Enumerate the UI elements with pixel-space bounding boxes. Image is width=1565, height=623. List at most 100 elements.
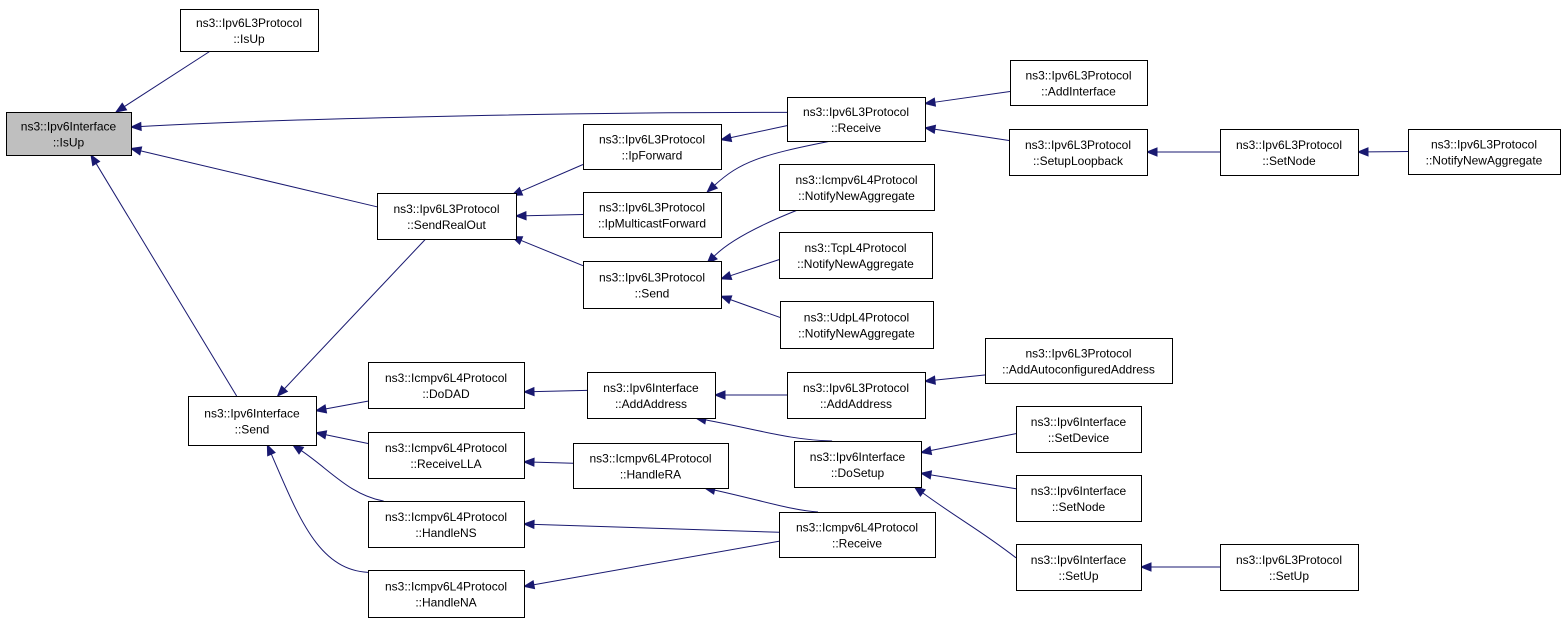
node-class-label: ns3::Ipv6L3Protocol (599, 201, 705, 215)
node-l3_send[interactable]: ns3::Ipv6L3Protocol::Send (583, 261, 722, 309)
edge-sendrealout-to-isup_root (140, 150, 378, 208)
node-l3_receive[interactable]: ns3::Ipv6L3Protocol::Receive (787, 97, 926, 142)
node-class-label: ns3::Icmpv6L4Protocol (796, 521, 918, 535)
node-if_setup[interactable]: ns3::Ipv6Interface::SetUp (1016, 544, 1142, 591)
node-method-label: ::AddAutoconfiguredAddress (1002, 363, 1155, 377)
arrowhead-receivella-to-if_send (314, 430, 328, 440)
node-method-label: ::NotifyNewAggregate (798, 327, 915, 341)
node-class-label: ns3::Ipv6L3Protocol (1236, 553, 1342, 567)
node-box (1016, 406, 1142, 453)
node-ipforward[interactable]: ns3::Ipv6L3Protocol::IpForward (583, 124, 722, 170)
arrowhead-handlera-to-receivella (522, 457, 535, 467)
edge-icmp_receive-to-handlens (533, 523, 780, 533)
node-class-label: ns3::UdpL4Protocol (804, 311, 909, 325)
node-handlens[interactable]: ns3::Icmpv6L4Protocol::HandleNS (368, 501, 525, 548)
arrowhead-addautoconf-to-l3_addaddress (923, 375, 936, 385)
node-method-label: ::IsUp (233, 32, 265, 46)
node-class-label: ns3::Ipv6Interface (1031, 415, 1127, 429)
node-class-label: ns3::Ipv6Interface (603, 381, 699, 395)
edge-dosetup-to-if_addaddress (705, 419, 833, 442)
node-udp_nna[interactable]: ns3::UdpL4Protocol::NotifyNewAggregate (780, 301, 934, 349)
node-l3_nna[interactable]: ns3::Ipv6L3Protocol::NotifyNewAggregate (1408, 129, 1561, 175)
node-class-label: ns3::Icmpv6L4Protocol (795, 173, 917, 187)
node-box (180, 9, 319, 52)
edge-handlena-to-if_send (270, 453, 376, 573)
node-class-label: ns3::Ipv6L3Protocol (599, 133, 705, 147)
edge-l3_isup-to-isup_root (124, 50, 211, 107)
edge-dodad-to-if_send (325, 400, 369, 410)
node-class-label: ns3::Ipv6L3Protocol (803, 381, 909, 395)
node-l3_setup[interactable]: ns3::Ipv6L3Protocol::SetUp (1220, 544, 1359, 591)
node-box (368, 362, 525, 409)
node-box (573, 443, 729, 489)
node-addautoconf[interactable]: ns3::Ipv6L3Protocol::AddAutoconfiguredAd… (985, 338, 1173, 384)
edge-icmp_receive-to-handlena (533, 540, 780, 586)
edge-if_send-to-isup_root (95, 163, 238, 397)
edge-l3_receive-to-ipmcforward (714, 140, 832, 186)
edge-addautoconf-to-l3_addaddress (934, 373, 995, 381)
arrowhead-l3_receive-to-ipforward (719, 132, 733, 143)
node-method-label: ::DoDAD (422, 387, 470, 401)
node-class-label: ns3::Ipv6L3Protocol (196, 16, 302, 30)
arrowhead-icmp_receive-to-handlens (522, 519, 535, 530)
node-class-label: ns3::TcpL4Protocol (804, 241, 906, 255)
node-method-label: ::Send (235, 423, 270, 437)
edge-setdevice-to-dosetup (930, 433, 1017, 452)
node-method-label: ::NotifyNewAggregate (798, 189, 915, 203)
node-handlera[interactable]: ns3::Icmpv6L4Protocol::HandleRA (573, 443, 729, 489)
node-method-label: ::HandleNS (415, 526, 476, 540)
node-if_addaddress[interactable]: ns3::Ipv6Interface::AddAddress (587, 372, 716, 419)
node-tcp_nna[interactable]: ns3::TcpL4Protocol::NotifyNewAggregate (779, 232, 933, 279)
node-box (368, 432, 525, 479)
node-method-label: ::SetNode (1052, 500, 1106, 514)
arrowhead-l3_setup-to-if_setup (1139, 562, 1152, 572)
node-class-label: ns3::Ipv6Interface (21, 120, 117, 134)
edge-if_addaddress-to-dodad (533, 389, 588, 393)
node-class-label: ns3::Ipv6L3Protocol (599, 271, 705, 285)
edge-if_setup-to-dosetup (922, 492, 1017, 559)
node-method-label: ::SetupLoopback (1033, 154, 1124, 168)
node-ipmcforward[interactable]: ns3::Ipv6L3Protocol::IpMulticastForward (583, 192, 722, 238)
node-class-label: ns3::Icmpv6L4Protocol (385, 441, 507, 455)
node-method-label: ::HandleNA (415, 596, 476, 610)
node-class-label: ns3::Ipv6L3Protocol (803, 105, 909, 119)
node-method-label: ::ReceiveLLA (410, 457, 481, 471)
node-receivella[interactable]: ns3::Icmpv6L4Protocol::ReceiveLLA (368, 432, 525, 479)
edge-sendrealout-to-if_send (284, 238, 427, 390)
node-method-label: ::IsUp (53, 136, 85, 150)
node-method-label: ::Send (635, 287, 670, 301)
node-dosetup[interactable]: ns3::Ipv6Interface::DoSetup (794, 441, 922, 488)
arrowhead-sendrealout-to-if_send (276, 385, 289, 397)
node-box (1016, 475, 1142, 522)
node-method-label: ::SetNode (1262, 154, 1316, 168)
node-l3_isup[interactable]: ns3::Ipv6L3Protocol::IsUp (180, 9, 319, 52)
node-box (1408, 129, 1561, 175)
node-method-label: ::AddAddress (615, 397, 687, 411)
arrowhead-dodad-to-if_send (314, 404, 328, 414)
arrowhead-setdevice-to-dosetup (919, 445, 933, 456)
node-box (587, 372, 716, 419)
node-isup_root[interactable]: ns3::Ipv6Interface::IsUp (6, 112, 132, 156)
node-class-label: ns3::Ipv6L3Protocol (1025, 69, 1131, 83)
node-if_send[interactable]: ns3::Ipv6Interface::Send (188, 396, 317, 446)
arrowhead-l3_addaddress-to-if_addaddress (713, 390, 726, 400)
node-icmp_nna[interactable]: ns3::Icmpv6L4Protocol::NotifyNewAggregat… (779, 164, 935, 211)
node-box (1220, 129, 1359, 176)
node-class-label: ns3::Ipv6Interface (1031, 553, 1127, 567)
node-handlena[interactable]: ns3::Icmpv6L4Protocol::HandleNA (368, 570, 525, 618)
node-box (583, 261, 722, 309)
node-setdevice[interactable]: ns3::Ipv6Interface::SetDevice (1016, 406, 1142, 453)
node-l3_addaddress[interactable]: ns3::Ipv6L3Protocol::AddAddress (787, 372, 926, 419)
node-sendrealout[interactable]: ns3::Ipv6L3Protocol::SendRealOut (377, 193, 517, 240)
node-l3_setnode[interactable]: ns3::Ipv6L3Protocol::SetNode (1220, 129, 1359, 176)
node-setuploopback[interactable]: ns3::Ipv6L3Protocol::SetupLoopback (1009, 129, 1148, 176)
node-method-label: ::NotifyNewAggregate (797, 257, 914, 271)
node-method-label: ::DoSetup (831, 466, 885, 480)
arrowhead-if_send-to-isup_root (90, 153, 101, 167)
node-if_setnode[interactable]: ns3::Ipv6Interface::SetNode (1016, 475, 1142, 522)
node-box (6, 112, 132, 156)
node-icmp_receive[interactable]: ns3::Icmpv6L4Protocol::Receive (779, 512, 936, 558)
node-dodad[interactable]: ns3::Icmpv6L4Protocol::DoDAD (368, 362, 525, 409)
node-addinterface[interactable]: ns3::Ipv6L3Protocol::AddInterface (1010, 60, 1148, 106)
arrowhead-addinterface-to-l3_receive (923, 97, 937, 107)
